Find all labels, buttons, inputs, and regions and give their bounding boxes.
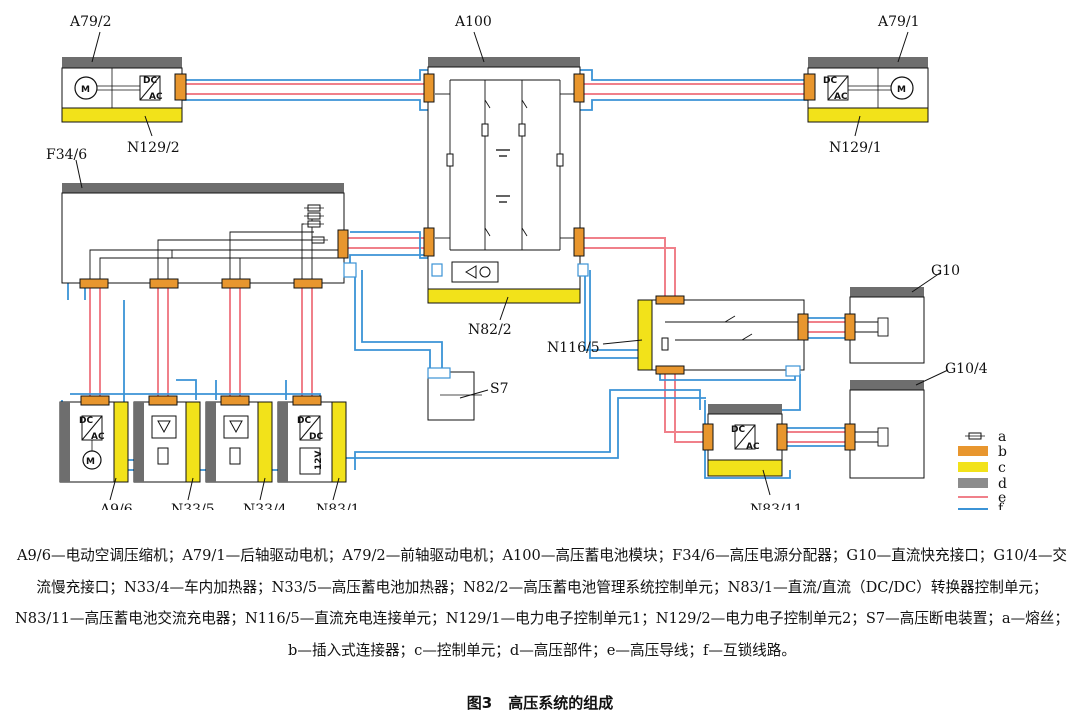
svg-text:DC: DC <box>143 76 157 86</box>
control-unit-swatch <box>958 462 988 472</box>
label-g10: G10 <box>931 263 960 279</box>
svg-text:e: e <box>998 490 1006 506</box>
component-g10 <box>844 287 925 364</box>
svg-text:M: M <box>897 85 906 95</box>
motor-icon <box>74 76 98 100</box>
leader-lines <box>75 31 949 501</box>
label-n83-11: N83/11 <box>750 502 803 510</box>
legend-item-d: d <box>958 476 1007 492</box>
figure-caption: A9/6—电动空调压缩机；A79/1—后轴驱动电机；A79/2—前轴驱动电机；A… <box>15 547 1069 659</box>
component-g10-4 <box>844 380 925 479</box>
svg-text:M: M <box>86 457 95 467</box>
label-a79-2: A79/2 <box>69 14 112 30</box>
svg-text:AC: AC <box>91 432 105 442</box>
svg-text:DC: DC <box>823 76 837 86</box>
svg-text:M: M <box>81 85 90 95</box>
component-n33-4 <box>205 395 273 483</box>
label-f34-6: F34/6 <box>46 147 87 163</box>
component-n83-11 <box>702 404 788 477</box>
component-n33-5 <box>133 395 201 483</box>
legend-item-b: b <box>958 444 1007 460</box>
label-n83-1: N83/1 <box>316 502 360 510</box>
connector <box>174 73 187 101</box>
connector <box>803 73 816 101</box>
label-g10-4: G10/4 <box>945 361 988 377</box>
component-a79-1 <box>803 57 929 123</box>
label-n33-4: N33/4 <box>243 502 287 510</box>
svg-text:DC: DC <box>309 432 323 442</box>
svg-text:a: a <box>998 429 1006 445</box>
svg-text:12V: 12V <box>314 450 324 470</box>
svg-text:f: f <box>998 501 1005 510</box>
legend-item-f: f <box>958 501 1005 510</box>
component-a100 <box>423 57 589 304</box>
label-s7: S7 <box>490 381 509 397</box>
connector-swatch <box>958 446 988 456</box>
fuse-icon <box>964 432 986 440</box>
legend-item-a: a <box>964 429 1006 445</box>
component-n116-5 <box>637 295 809 377</box>
figure-title: 图3 高压系统的组成 <box>0 692 1080 713</box>
figure-number: 图3 <box>466 694 493 712</box>
svg-text:DC: DC <box>731 425 745 435</box>
svg-text:AC: AC <box>149 92 163 102</box>
legend-item-c: c <box>958 460 1006 476</box>
hv-wires <box>89 83 848 443</box>
svg-text:b: b <box>998 444 1007 460</box>
label-n33-5: N33/5 <box>171 502 215 510</box>
symbol-texts: DC AC DC AC M M M DC AC DC AC DC DC 12V <box>79 76 906 470</box>
svg-text:DC: DC <box>297 416 311 426</box>
component-labels: A79/2 A100 A79/1 N129/2 N129/1 F34/6 N82… <box>46 14 988 510</box>
label-a100: A100 <box>454 14 492 30</box>
label-n129-1: N129/1 <box>829 140 882 156</box>
hv-system-diagram: DC AC DC AC M M M DC AC DC AC DC DC 12V … <box>46 14 1007 510</box>
component-a9-6 <box>59 395 129 483</box>
component-f34-6 <box>61 183 357 289</box>
label-a9-6: A9/6 <box>99 502 133 510</box>
hv-component-swatch <box>958 478 988 488</box>
component-a79-2 <box>61 57 187 123</box>
label-n82-2: N82/2 <box>468 322 512 338</box>
label-n116-5: N116/5 <box>547 340 600 356</box>
legend-item-e: e <box>958 490 1006 506</box>
svg-text:d: d <box>998 476 1007 492</box>
motor-icon <box>890 76 914 100</box>
svg-text:DC: DC <box>79 416 93 426</box>
svg-text:AC: AC <box>746 442 760 452</box>
label-n129-2: N129/2 <box>127 140 180 156</box>
label-a79-1: A79/1 <box>877 14 920 30</box>
legend: a b c d e f <box>958 429 1007 510</box>
figure-title-text: 高压系统的组成 <box>508 694 614 712</box>
svg-text:AC: AC <box>834 92 848 102</box>
component-n83-1 <box>277 395 347 483</box>
svg-text:c: c <box>998 460 1006 476</box>
